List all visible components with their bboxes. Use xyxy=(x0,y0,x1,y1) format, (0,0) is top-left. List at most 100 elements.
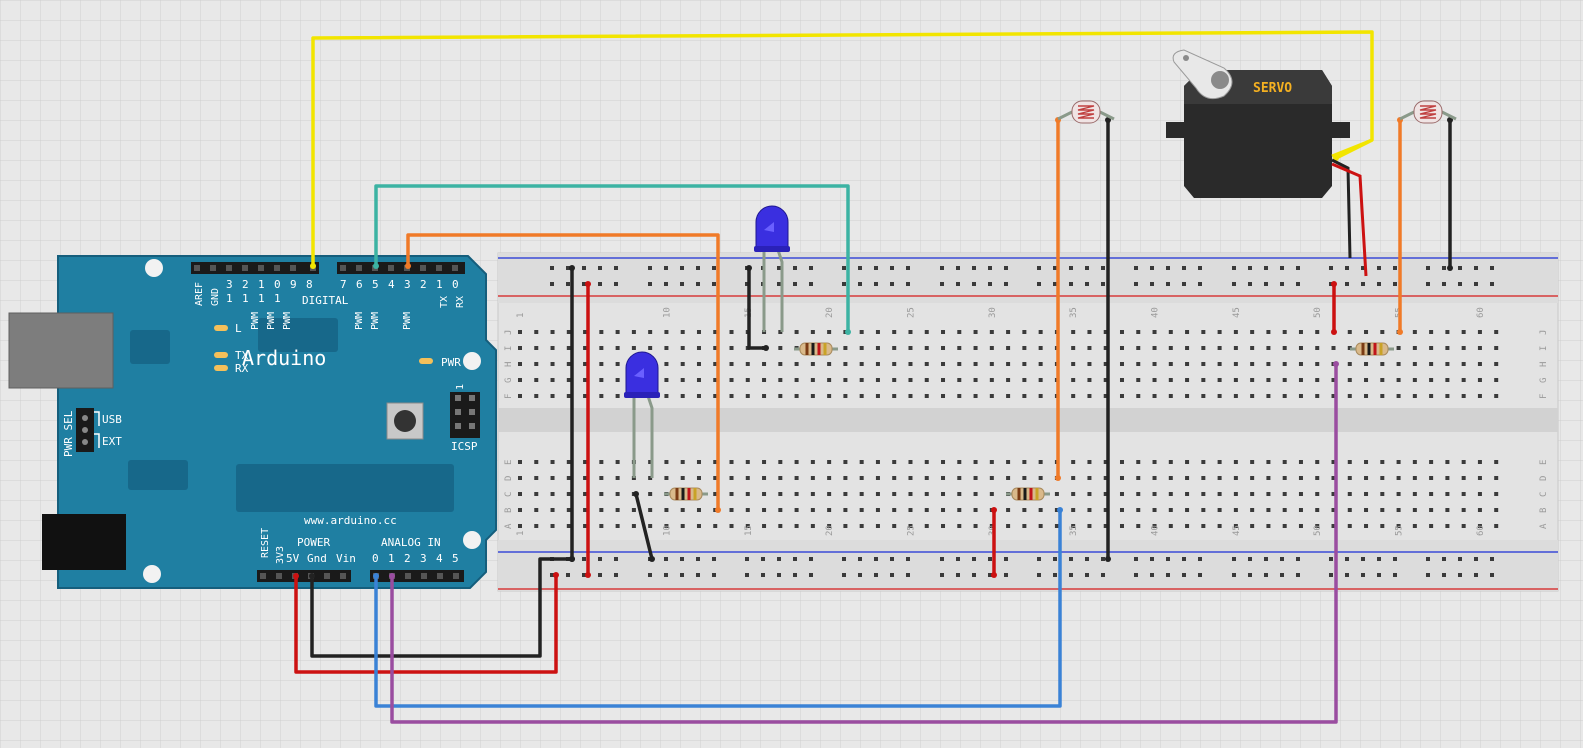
breadboard-hole[interactable] xyxy=(924,378,929,382)
breadboard-hole[interactable] xyxy=(648,492,653,496)
power-rail-hole[interactable] xyxy=(566,573,570,577)
breadboard-hole[interactable] xyxy=(892,524,897,528)
breadboard-hole[interactable] xyxy=(696,362,701,366)
breadboard-hole[interactable] xyxy=(1119,362,1124,366)
breadboard-hole[interactable] xyxy=(550,378,555,382)
breadboard-hole[interactable] xyxy=(778,524,783,528)
power-rail-hole[interactable] xyxy=(842,266,846,270)
power-rail-hole[interactable] xyxy=(1166,266,1170,270)
breadboard-hole[interactable] xyxy=(859,346,864,350)
breadboard-hole[interactable] xyxy=(1201,394,1206,398)
power-rail-hole[interactable] xyxy=(1264,282,1268,286)
breadboard-hole[interactable] xyxy=(680,378,685,382)
breadboard-hole[interactable] xyxy=(778,378,783,382)
digital-pin[interactable] xyxy=(388,265,394,271)
breadboard-hole[interactable] xyxy=(827,394,832,398)
breadboard-hole[interactable] xyxy=(729,346,734,350)
breadboard-hole[interactable] xyxy=(875,492,880,496)
breadboard-hole[interactable] xyxy=(973,362,978,366)
breadboard-hole[interactable] xyxy=(875,378,880,382)
breadboard-hole[interactable] xyxy=(989,378,994,382)
breadboard-hole[interactable] xyxy=(1250,492,1255,496)
breadboard-hole[interactable] xyxy=(583,330,588,334)
breadboard-hole[interactable] xyxy=(550,476,555,480)
breadboard-hole[interactable] xyxy=(696,508,701,512)
power-rail-hole[interactable] xyxy=(680,266,684,270)
breadboard-hole[interactable] xyxy=(1298,508,1303,512)
breadboard-hole[interactable] xyxy=(1152,492,1157,496)
breadboard-hole[interactable] xyxy=(534,330,539,334)
breadboard-hole[interactable] xyxy=(843,476,848,480)
power-rail-hole[interactable] xyxy=(648,266,652,270)
power-rail-hole[interactable] xyxy=(1166,557,1170,561)
usb-connector[interactable] xyxy=(8,312,114,389)
breadboard-hole[interactable] xyxy=(810,508,815,512)
breadboard-hole[interactable] xyxy=(745,460,750,464)
power-rail-hole[interactable] xyxy=(696,557,700,561)
breadboard-hole[interactable] xyxy=(957,378,962,382)
power-rail-hole[interactable] xyxy=(890,266,894,270)
breadboard-hole[interactable] xyxy=(1266,394,1271,398)
components[interactable] xyxy=(624,100,1457,501)
breadboard-hole[interactable] xyxy=(1250,476,1255,480)
breadboard-hole[interactable] xyxy=(599,362,604,366)
breadboard-hole[interactable] xyxy=(1429,330,1434,334)
power-rail-hole[interactable] xyxy=(1361,266,1365,270)
breadboard-hole[interactable] xyxy=(1201,362,1206,366)
breadboard-hole[interactable] xyxy=(924,492,929,496)
breadboard-hole[interactable] xyxy=(1119,394,1124,398)
power-rail-hole[interactable] xyxy=(1393,557,1397,561)
breadboard-hole[interactable] xyxy=(827,476,832,480)
breadboard-hole[interactable] xyxy=(518,492,522,496)
wire-endpoint[interactable] xyxy=(649,556,655,562)
breadboard-hole[interactable] xyxy=(615,492,620,496)
breadboard-hole[interactable] xyxy=(1087,524,1092,528)
power-rail-hole[interactable] xyxy=(712,557,716,561)
power-rail-hole[interactable] xyxy=(890,573,894,577)
breadboard-hole[interactable] xyxy=(1429,524,1434,528)
breadboard-hole[interactable] xyxy=(924,460,929,464)
breadboard-hole[interactable] xyxy=(1071,346,1076,350)
breadboard-hole[interactable] xyxy=(843,508,848,512)
breadboard-hole[interactable] xyxy=(941,394,946,398)
power-rail-hole[interactable] xyxy=(1069,266,1073,270)
breadboard-hole[interactable] xyxy=(1347,362,1352,366)
breadboard-hole[interactable] xyxy=(1412,378,1417,382)
power-rail-hole[interactable] xyxy=(777,266,781,270)
breadboard-hole[interactable] xyxy=(827,508,832,512)
breadboard-hole[interactable] xyxy=(1217,460,1222,464)
breadboard-hole[interactable] xyxy=(615,476,620,480)
breadboard-hole[interactable] xyxy=(957,346,962,350)
breadboard-hole[interactable] xyxy=(1477,330,1482,334)
power-rail-hole[interactable] xyxy=(1037,266,1041,270)
breadboard-hole[interactable] xyxy=(1168,460,1173,464)
breadboard-hole[interactable] xyxy=(566,362,571,366)
power-rail-hole[interactable] xyxy=(1134,557,1138,561)
breadboard-hole[interactable] xyxy=(892,492,897,496)
breadboard-hole[interactable] xyxy=(989,362,994,366)
breadboard-hole[interactable] xyxy=(957,460,962,464)
power-rail-hole[interactable] xyxy=(1458,557,1462,561)
breadboard-hole[interactable] xyxy=(1396,362,1401,366)
breadboard-hole[interactable] xyxy=(1217,492,1222,496)
power-rail-hole[interactable] xyxy=(1280,573,1284,577)
breadboard-hole[interactable] xyxy=(1152,460,1157,464)
breadboard-hole[interactable] xyxy=(1022,394,1027,398)
power-rail-hole[interactable] xyxy=(1345,266,1349,270)
analog-pin[interactable] xyxy=(421,573,427,579)
power-rail-hole[interactable] xyxy=(1037,573,1041,577)
breadboard-hole[interactable] xyxy=(534,524,539,528)
power-rail-hole[interactable] xyxy=(598,557,602,561)
breadboard-hole[interactable] xyxy=(1412,476,1417,480)
breadboard-hole[interactable] xyxy=(1087,492,1092,496)
power-rail-hole[interactable] xyxy=(1377,573,1381,577)
breadboard-hole[interactable] xyxy=(615,346,620,350)
breadboard-hole[interactable] xyxy=(908,346,913,350)
breadboard-hole[interactable] xyxy=(1185,346,1190,350)
breadboard-hole[interactable] xyxy=(1136,362,1141,366)
power-rail-hole[interactable] xyxy=(1037,282,1041,286)
power-rail-hole[interactable] xyxy=(1280,557,1284,561)
breadboard-hole[interactable] xyxy=(1136,330,1141,334)
breadboard-hole[interactable] xyxy=(1136,378,1141,382)
breadboard-hole[interactable] xyxy=(1477,346,1482,350)
